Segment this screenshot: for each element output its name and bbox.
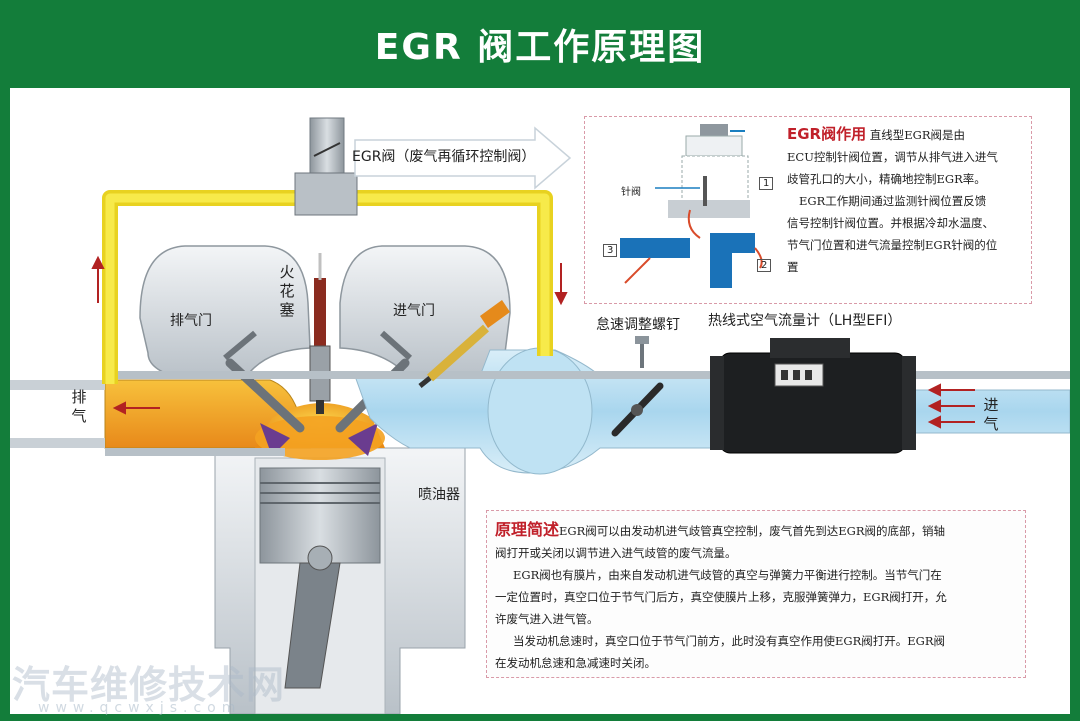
watermark-url: www.qcwxjs.com: [38, 700, 242, 716]
function-line-3: 歧管孔口的大小，精确地控制EGR率。: [787, 172, 986, 186]
idle-screw-label: 怠速调整螺钉: [596, 317, 680, 333]
function-line-6: 节气门位置和进气流量控制EGR针阀的位: [787, 238, 998, 252]
function-line-5: 信号控制针阀位置。并根据冷却水温度、: [787, 216, 994, 230]
injector-label: 喷油器: [418, 487, 460, 503]
inset-num-2: 2: [757, 259, 772, 272]
page-title: EGR 阀工作原理图: [374, 27, 706, 68]
intake-in-label: 进气: [983, 396, 999, 433]
inset-num-1: 1: [759, 177, 774, 190]
egr-function-box: 针阀 1 2 3 EGR阀作用 直线型EGR阀是由 ECU控制针阀位置，调节从排…: [584, 116, 1032, 304]
needle-valve-label: 针阀: [621, 187, 641, 198]
diagram-canvas: EGR阀（废气再循环控制阀） 排气门 进气门 火花塞 喷油器 怠速调整螺钉 热线…: [10, 88, 1070, 714]
function-title: EGR阀作用: [787, 125, 867, 143]
header-bar: EGR 阀工作原理图: [0, 0, 1080, 88]
egr-valve-actuator: [309, 117, 345, 179]
fuel-injector: [480, 300, 510, 328]
principle-line-2: 阀打开或关闭以调节进入进气歧管的废气流量。: [495, 546, 737, 560]
function-line-7: 置: [787, 260, 799, 274]
principle-box: 原理简述EGR阀可以由发动机进气歧管真空控制，废气首先到达EGR阀的底部，销轴 …: [486, 510, 1026, 678]
egr-valve-label: EGR阀（废气再循环控制阀）: [352, 149, 536, 165]
function-text: EGR阀作用 直线型EGR阀是由 ECU控制针阀位置，调节从排气进入进气 歧管孔…: [787, 123, 1027, 278]
principle-line-7: 在发动机怠速和急减速时关闭。: [495, 656, 656, 670]
egr-inset-schematic: [620, 124, 763, 288]
flow-arrows: [91, 255, 975, 429]
exhaust-out-label: 排气: [71, 388, 87, 425]
function-line-4: EGR工作期间通过监测针阀位置反馈: [799, 194, 987, 208]
intake-plenum: [487, 347, 593, 475]
mass-airflow-label: 热线式空气流量计（LH型EFI）: [708, 313, 902, 329]
principle-line-4: 一定位置时，真空口位于节气门后方，真空使膜片上移，克服弹簧弹力，EGR阀打开，允: [495, 590, 947, 604]
principle-title: 原理简述: [495, 520, 560, 539]
principle-line-1: EGR阀可以由发动机进气歧管真空控制，废气首先到达EGR阀的底部，销轴: [559, 524, 945, 538]
principle-text: 原理简述EGR阀可以由发动机进气歧管真空控制，废气首先到达EGR阀的底部，销轴 …: [495, 519, 1019, 674]
egr-callout-arrow: [354, 126, 572, 190]
principle-line-6: 当发动机怠速时，真空口位于节气门前方，此时没有真空作用使EGR阀打开。EGR阀: [513, 634, 945, 648]
principle-line-5: 许废气进入进气管。: [495, 612, 599, 626]
intake-valve-label: 进气门: [393, 303, 435, 319]
principle-line-3: EGR阀也有膜片，由来自发动机进气歧管的真空与弹簧力平衡进行控制。当节气门在: [513, 568, 942, 582]
function-line-1: 直线型EGR阀是由: [869, 128, 966, 142]
engine-diagram-svg: [10, 117, 1070, 714]
function-line-2: ECU控制针阀位置，调节从排气进入进气: [787, 150, 998, 164]
exhaust-valve-label: 排气门: [170, 313, 212, 329]
spark-plug-label: 火花塞: [279, 263, 295, 319]
egr-valve-body: [294, 172, 358, 216]
watermark-text: 汽车维修技术网: [12, 663, 286, 707]
inset-num-3: 3: [603, 244, 618, 257]
spark-plug-body: [314, 278, 326, 348]
